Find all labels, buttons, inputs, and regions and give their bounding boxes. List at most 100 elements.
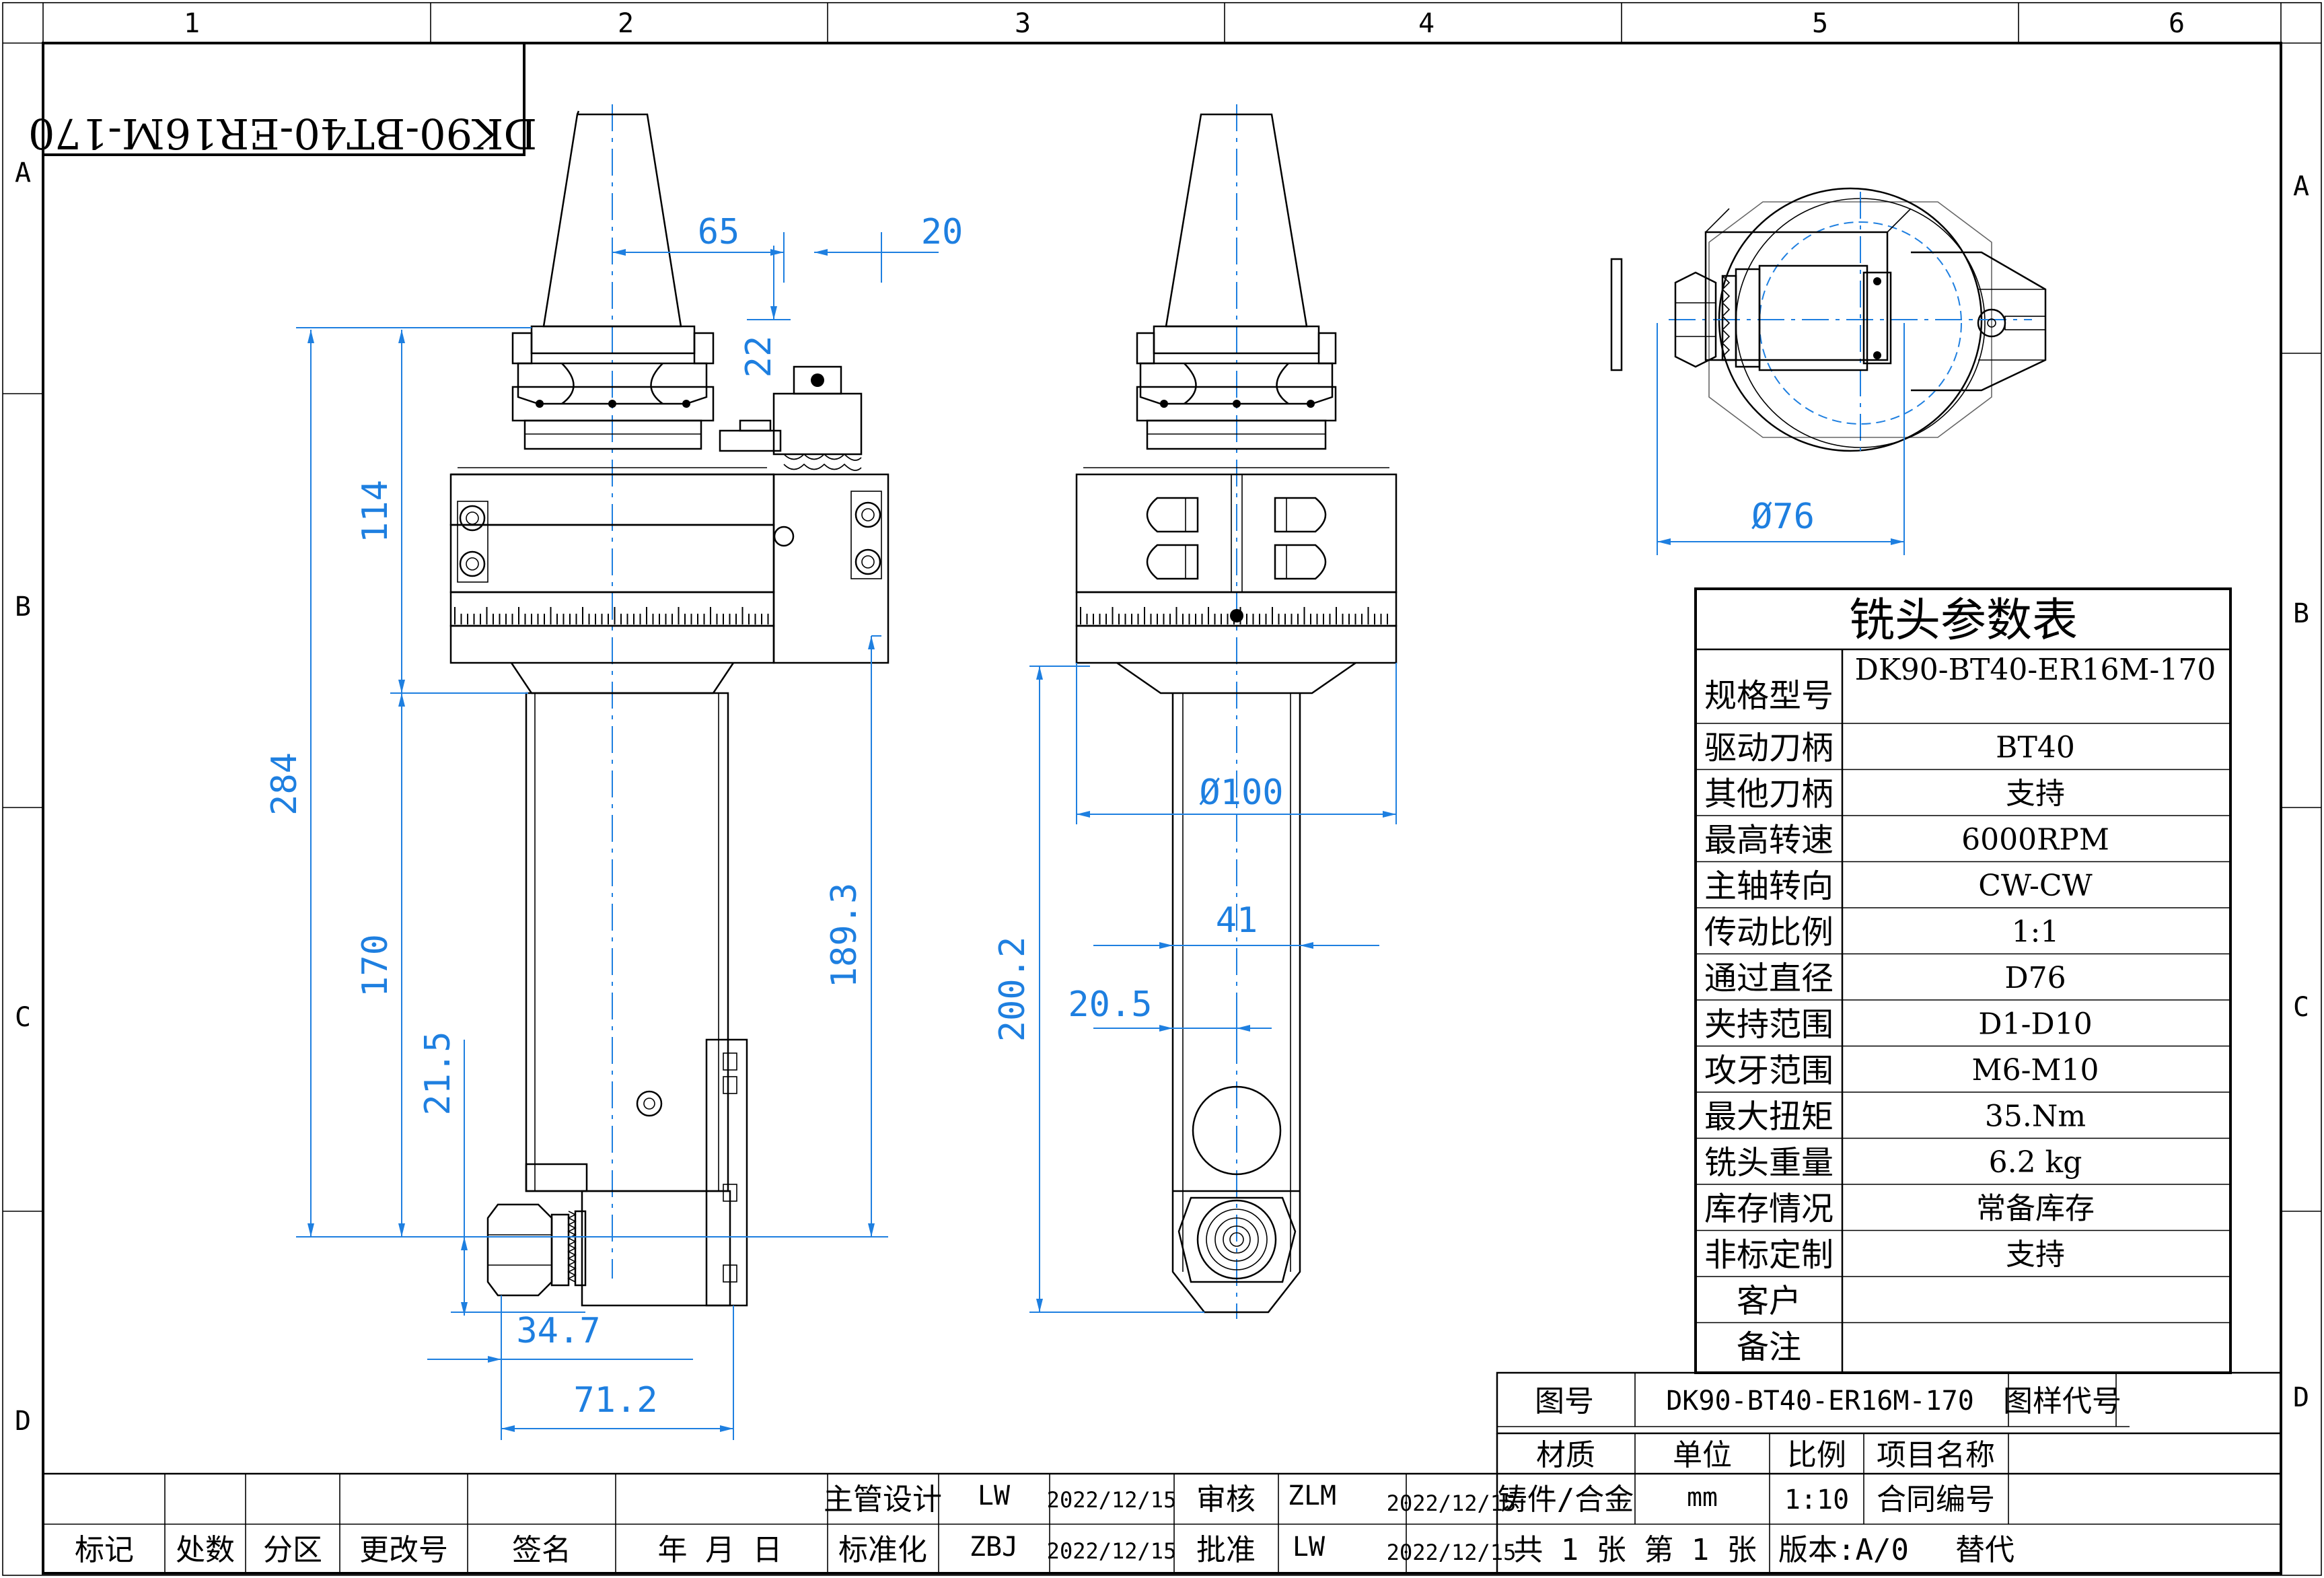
dim-189-3: 189.3: [824, 883, 865, 989]
zone-row-b-right: B: [2293, 598, 2309, 629]
dim-34-7: 34.7: [516, 1311, 600, 1351]
param-label: 夹持范围: [1704, 1006, 1833, 1044]
zone-row-c-right: C: [2293, 992, 2309, 1023]
zone-col-3: 3: [1015, 8, 1031, 39]
zone-col-2: 2: [618, 8, 634, 39]
param-label: 驱动刀柄: [1704, 729, 1833, 767]
date-approve: 2022/12/15: [1387, 1540, 1517, 1565]
hdr-change-no: 更改号: [359, 1533, 448, 1567]
param-table-title: 铣头参数表: [1849, 594, 2078, 647]
param-label: 备注: [1737, 1328, 1801, 1366]
dim-284: 284: [264, 752, 305, 816]
param-value: 6.2 kg: [1989, 1145, 2082, 1180]
dim-114: 114: [355, 480, 396, 543]
scale-ticks-front: [1080, 607, 1388, 624]
date-review: 2022/12/15: [1387, 1491, 1517, 1516]
name-lead-design: LW: [978, 1480, 1011, 1511]
part-label-text: DK90-BT40-ER16M-170: [28, 109, 537, 158]
param-label: 客户: [1737, 1283, 1801, 1320]
param-value: DK90-BT40-ER16M-170: [1855, 653, 2216, 687]
zone-row-d-right: D: [2293, 1382, 2309, 1413]
dim-71-2: 71.2: [573, 1380, 657, 1421]
param-value: 1:1: [2012, 915, 2060, 949]
zone-col-5: 5: [1812, 8, 1828, 39]
param-value: 常备库存: [1976, 1192, 2095, 1226]
param-label: 传动比例: [1704, 914, 1833, 952]
zone-row-d-left: D: [15, 1406, 31, 1437]
name-approve: LW: [1293, 1532, 1326, 1563]
hdr-sign: 签名: [512, 1533, 571, 1567]
zone-col-1: 1: [184, 8, 200, 39]
replace-label: 替代: [1955, 1533, 2014, 1567]
param-value: M6-M10: [1972, 1053, 2099, 1087]
name-review: ZLM: [1288, 1480, 1336, 1511]
dim-22: 22: [739, 336, 779, 378]
unit-value: mm: [1687, 1482, 1718, 1512]
dim-100: Ø100: [1199, 773, 1283, 813]
role-lead-design: 主管设计: [824, 1482, 942, 1517]
param-label: 规格型号: [1704, 677, 1833, 715]
dim-170: 170: [355, 934, 396, 997]
project-label: 项目名称: [1877, 1438, 1995, 1472]
hdr-mark: 标记: [75, 1533, 134, 1567]
param-label: 非标定制: [1704, 1236, 1833, 1274]
unit-label: 单位: [1673, 1438, 1732, 1472]
version: 版本:A/0: [1778, 1533, 1909, 1567]
date-lead-design: 2022/12/15: [1047, 1487, 1177, 1513]
sample-code-label: 图样代号: [2003, 1384, 2121, 1419]
param-label: 最大扭矩: [1704, 1098, 1833, 1136]
date-standard: 2022/12/15: [1047, 1538, 1177, 1564]
zone-col-4: 4: [1418, 8, 1435, 39]
dim-41: 41: [1216, 900, 1258, 941]
zone-row-b-left: B: [15, 591, 31, 622]
drawing-no: DK90-BT40-ER16M-170: [1666, 1386, 1974, 1416]
param-value: BT40: [1996, 731, 2075, 765]
contract-label: 合同编号: [1877, 1482, 1995, 1517]
scale-label: 比例: [1787, 1438, 1846, 1472]
param-label: 攻牙范围: [1704, 1052, 1833, 1089]
dim-76: Ø76: [1751, 497, 1815, 537]
top-view: [1610, 187, 2047, 452]
dim-200-2: 200.2: [992, 937, 1033, 1042]
param-label: 库存情况: [1704, 1190, 1833, 1228]
param-label: 最高转速: [1704, 822, 1833, 859]
scale-ticks-side: [454, 607, 769, 624]
hdr-count: 处数: [176, 1533, 235, 1567]
param-value: D76: [2004, 961, 2066, 995]
material-value: 铸件/合金: [1498, 1482, 1634, 1517]
dim-20: 20: [921, 212, 964, 252]
param-value: 6000RPM: [1961, 823, 2109, 857]
zone-row-a-right: A: [2293, 171, 2309, 202]
zone-col-6: 6: [2169, 8, 2185, 39]
param-value: D1-D10: [1978, 1007, 2092, 1042]
side-view-dimensions: 65 20 22 284 114 170 21.5 34.7: [264, 212, 963, 1440]
param-value: 支持: [2006, 777, 2065, 811]
role-approve: 批准: [1196, 1533, 1256, 1567]
role-standard: 标准化: [838, 1533, 927, 1567]
title-block: 图号 DK90-BT40-ER16M-170 图样代号 标记 处数 分区: [42, 1371, 2282, 1575]
dim-20-5: 20.5: [1068, 984, 1152, 1025]
front-view: [1075, 104, 1397, 1319]
hdr-date: 年 月 日: [658, 1533, 783, 1567]
front-view-dimensions: Ø100 41 20.5 200.2: [992, 663, 1397, 1313]
zone-row-a-left: A: [15, 157, 31, 188]
dim-21-5: 21.5: [418, 1031, 458, 1115]
top-view-dimensions: Ø76: [1657, 323, 1905, 555]
param-value: 35.Nm: [1985, 1100, 2086, 1134]
param-value: 支持: [2006, 1238, 2065, 1272]
part-label-box: DK90-BT40-ER16M-170: [28, 42, 537, 158]
drawing-no-label: 图号: [1535, 1384, 1594, 1419]
name-standard: ZBJ: [970, 1532, 1018, 1563]
sheets: 共 1 张 第 1 张: [1513, 1533, 1756, 1567]
param-label: 通过直径: [1704, 960, 1833, 997]
zone-row-c-left: C: [15, 1002, 31, 1033]
dim-65: 65: [698, 212, 740, 252]
scale-value: 1:10: [1784, 1484, 1849, 1515]
material-label: 材质: [1536, 1438, 1595, 1472]
param-label: 铣头重量: [1704, 1144, 1833, 1182]
hdr-zone: 分区: [263, 1533, 322, 1567]
param-label: 主轴转向: [1704, 867, 1833, 905]
